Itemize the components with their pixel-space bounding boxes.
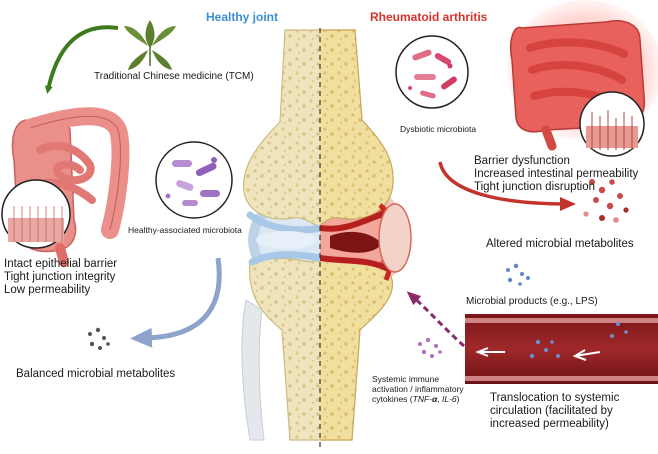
healthy-gut-line: Low permeability xyxy=(4,284,91,296)
bacteria-circle-icon xyxy=(155,141,233,219)
ra-gut-line: Tight junction disruption xyxy=(474,181,596,193)
translocation-line: increased permeability) xyxy=(490,418,609,430)
immune-line-2: activation / inflammatory xyxy=(372,384,464,394)
tcm-arrow xyxy=(44,25,119,94)
healthy-gut-label: Intact epithelial barrier Tight junction… xyxy=(4,258,117,297)
inflamed-intestine-icon xyxy=(507,0,658,157)
altered-metabolites-label: Altered microbial metabolites xyxy=(486,238,634,250)
microbial-products-label: Microbial products (e.g., LPS) xyxy=(466,296,598,307)
blood-vessel-icon xyxy=(465,314,658,384)
ra-gut-line: Increased intestinal permeability xyxy=(474,168,639,180)
immune-sep: , xyxy=(437,394,442,404)
tnf-text: TNF- xyxy=(412,394,432,404)
dysbiotic-label: Dysbiotic microbiota xyxy=(400,124,477,134)
altered-metabolite-dots xyxy=(583,179,629,223)
ra-metabolite-arrow xyxy=(438,161,576,211)
ra-title: Rheumatoid arthritis xyxy=(370,10,488,24)
intestine-icon xyxy=(1,107,130,267)
translocation-line: Translocation to systemic xyxy=(490,392,620,404)
immune-prefix: cytokines ( xyxy=(372,394,413,404)
il6-text: IL-6 xyxy=(442,394,457,404)
ra-gut-line: Barrier dysfunction xyxy=(474,155,570,167)
immune-line-1: Systemic immune xyxy=(372,374,440,384)
balanced-metabolite-dots xyxy=(88,327,110,350)
cytokine-dots xyxy=(418,337,442,358)
translocation-line: circulation (facilitated by xyxy=(490,405,613,417)
healthy-metabolite-arrow xyxy=(130,257,222,348)
healthy-microbiota-label: Healthy-associated microbiota xyxy=(128,225,242,235)
healthy-gut-line: Tight junction integrity xyxy=(4,271,116,283)
alpha-text: α xyxy=(431,394,438,404)
immune-line-3: cytokines (TNF-α, IL-6) xyxy=(372,394,464,404)
translocation-label: Translocation to systemic circulation (f… xyxy=(490,392,619,431)
tcm-label: Traditional Chinese medicine (TCM) xyxy=(94,71,254,82)
immune-label: Systemic immune activation / inflammator… xyxy=(372,374,464,404)
immune-suffix: ) xyxy=(456,394,460,404)
dysbiotic-bacteria-icon xyxy=(395,35,469,109)
immune-arrow xyxy=(406,291,465,348)
ra-gut-label: Barrier dysfunction Increased intestinal… xyxy=(474,155,638,194)
lps-dots xyxy=(506,263,530,286)
herb-leaf-icon xyxy=(124,20,176,70)
balanced-metabolites-label: Balanced microbial metabolites xyxy=(16,368,176,380)
healthy-gut-line: Intact epithelial barrier xyxy=(4,258,118,270)
knee-joint-icon xyxy=(241,29,412,441)
healthy-joint-title: Healthy joint xyxy=(206,10,279,24)
